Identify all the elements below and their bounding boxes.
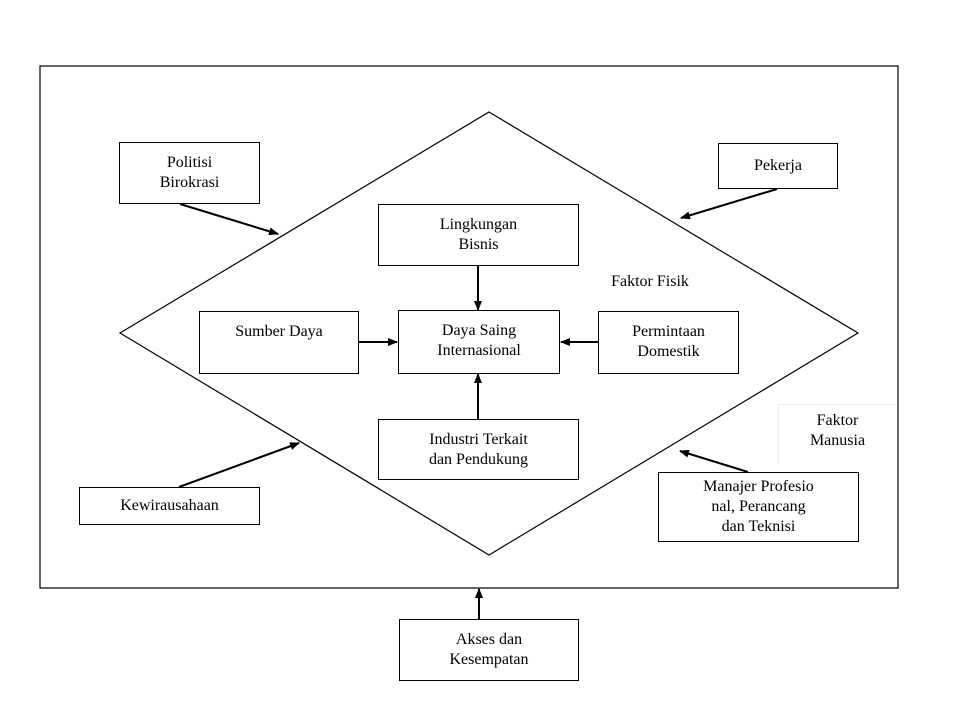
box-industri-line-1: Industri Terkait <box>429 430 528 448</box>
outer-frame <box>39 65 899 589</box>
arrow-manajer-to-diamond <box>679 449 749 473</box>
box-akses-kesempatan: Akses dan Kesempatan <box>399 619 579 681</box>
box-akses-line-2: Kesempatan <box>449 651 529 668</box>
box-kewirausahaan: Kewirausahaan <box>79 487 260 525</box>
box-manajer-line-2: nal, Perancang <box>711 498 806 515</box>
box-daya-saing-line-1: Daya Saing <box>441 322 517 339</box>
box-lingkungan-line-2: Bisnis <box>458 236 499 253</box>
box-politisi-line-2: Birokrasi <box>159 174 220 191</box>
box-lingkungan-line-1: Lingkungan <box>439 216 518 233</box>
box-akses-line-1: Akses dan <box>455 631 523 648</box>
box-manajer-line-1: Manajer Profesio <box>703 478 814 495</box>
box-manajer-line-3: dan Teknisi <box>721 518 796 535</box>
box-industri-line-2: dan Pendukung <box>428 450 529 468</box>
label-faktor-manusia: Faktor Manusia <box>778 404 896 464</box>
box-permintaan-line-2: Domestik <box>637 343 700 360</box>
label-faktor-manusia-line-2: Manusia <box>809 432 866 449</box>
box-sumber-daya: Sumber Daya <box>199 311 359 374</box>
diamond <box>118 111 860 556</box>
box-sumber-line-1: Sumber Daya <box>235 323 323 340</box>
box-daya-saing-internasional: Daya Saing Internasional <box>398 310 560 374</box>
box-politisi-birokrasi: Politisi Birokrasi <box>119 142 260 204</box>
label-faktor-fisik: Faktor Fisik <box>611 273 689 290</box>
arrow-pekerja-to-diamond <box>680 188 778 220</box>
arrow-kewirausahaan-to-diamond <box>178 442 300 488</box>
box-lingkungan-bisnis: Lingkungan Bisnis <box>378 204 579 266</box>
box-permintaan-domestik: Permintaan Domestik <box>598 311 739 374</box>
box-industri-terkait: Industri Terkait dan Pendukung <box>378 419 579 480</box>
arrow-politisi-to-diamond <box>179 203 279 236</box>
box-permintaan-line-1: Permintaan <box>632 323 705 340</box>
box-pekerja-line-1: Pekerja <box>754 157 802 174</box>
box-kewirausahaan-line-1: Kewirausahaan <box>120 497 219 514</box>
box-daya-saing-line-2: Internasional <box>437 342 521 359</box>
box-politisi-line-1: Politisi <box>166 154 213 171</box>
label-faktor-manusia-line-1: Faktor <box>816 412 859 429</box>
box-manajer-profesional: Manajer Profesio nal, Perancang dan Tekn… <box>658 472 859 542</box>
box-pekerja: Pekerja <box>718 143 838 189</box>
